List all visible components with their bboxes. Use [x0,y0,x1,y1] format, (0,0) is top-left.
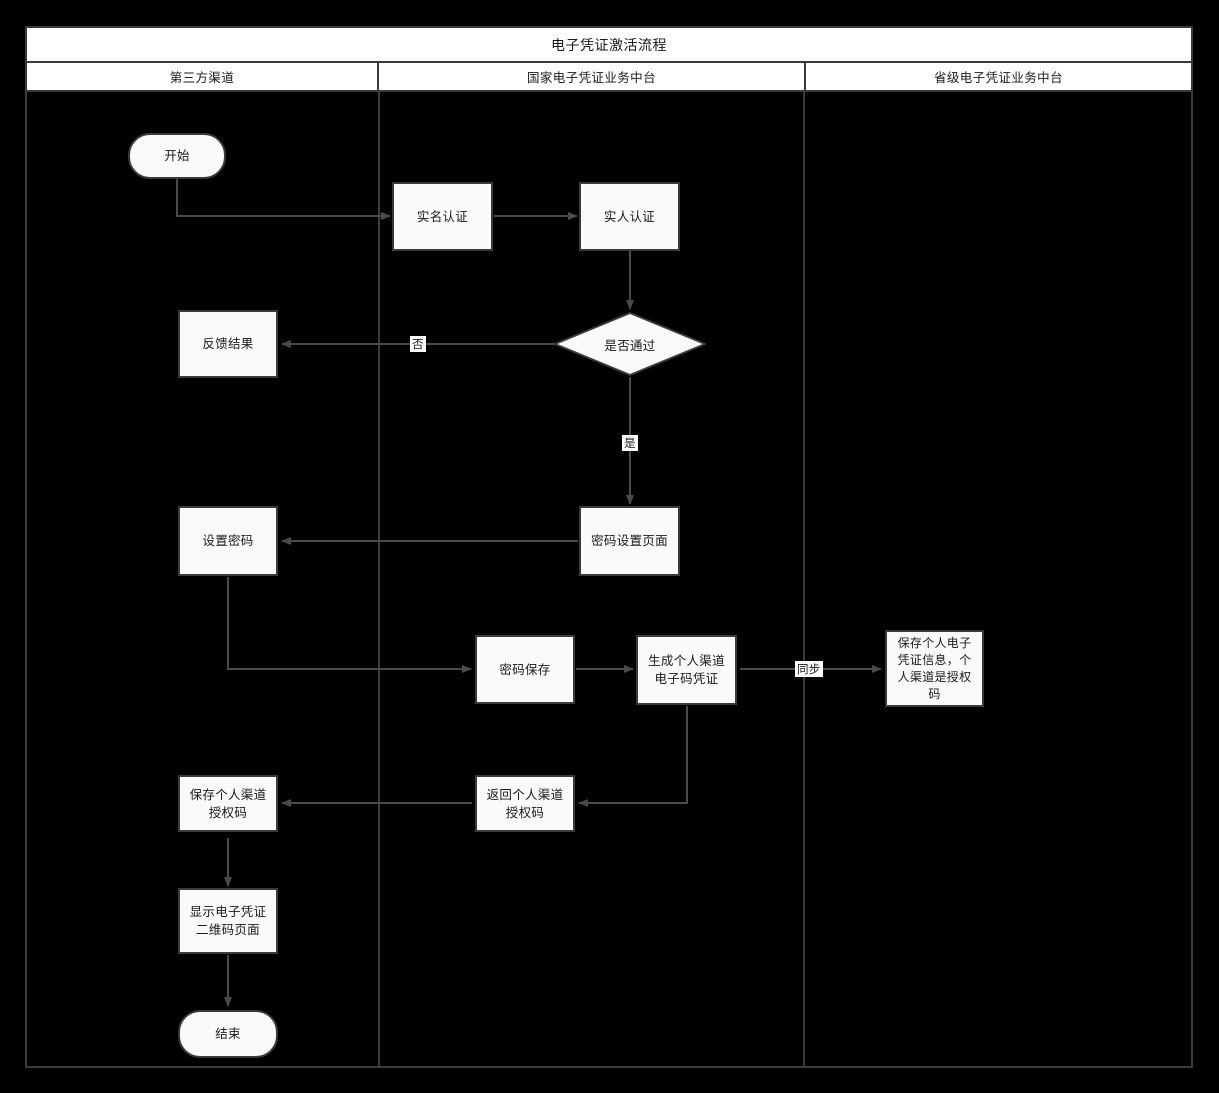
node-return-auth[interactable]: 返回个人渠道 授权码 [475,775,575,832]
node-pwd-save[interactable]: 密码保存 [475,635,575,704]
node-set-password[interactable]: 设置密码 [178,506,278,576]
node-realname-auth[interactable]: 实名认证 [392,182,493,251]
node-save-auth[interactable]: 保存个人渠道 授权码 [178,775,278,832]
edge-label-yes: 是 [622,435,638,451]
diagram-title: 电子凭证激活流程 [25,26,1193,63]
node-save-personal[interactable]: 保存个人电子 凭证信息，个 人渠道是授权 码 [885,630,984,707]
lane-header-provincial: 省级电子凭证业务中台 [806,63,1193,92]
node-is-pass-decision[interactable]: 是否通过 [554,312,706,376]
node-start[interactable]: 开始 [128,133,226,179]
node-realperson-auth[interactable]: 实人认证 [579,182,680,251]
node-feedback-result[interactable]: 反馈结果 [178,310,278,378]
edge-label-sync: 同步 [795,661,823,677]
node-show-qr[interactable]: 显示电子凭证 二维码页面 [178,888,278,954]
lane-header-row: 第三方渠道 国家电子凭证业务中台 省级电子凭证业务中台 [25,63,1193,92]
lane-divider-1 [378,92,380,1068]
node-pwd-set-page[interactable]: 密码设置页面 [579,506,680,576]
lane-header-national: 国家电子凭证业务中台 [379,63,806,92]
diamond-shape [554,312,706,376]
lane-header-third-party: 第三方渠道 [25,63,379,92]
edge-label-no: 否 [410,336,426,352]
lane-divider-2 [803,92,805,1068]
node-gen-code[interactable]: 生成个人渠道 电子码凭证 [636,635,737,705]
node-is-pass-label: 是否通过 [604,337,656,353]
node-end[interactable]: 结束 [178,1010,278,1058]
